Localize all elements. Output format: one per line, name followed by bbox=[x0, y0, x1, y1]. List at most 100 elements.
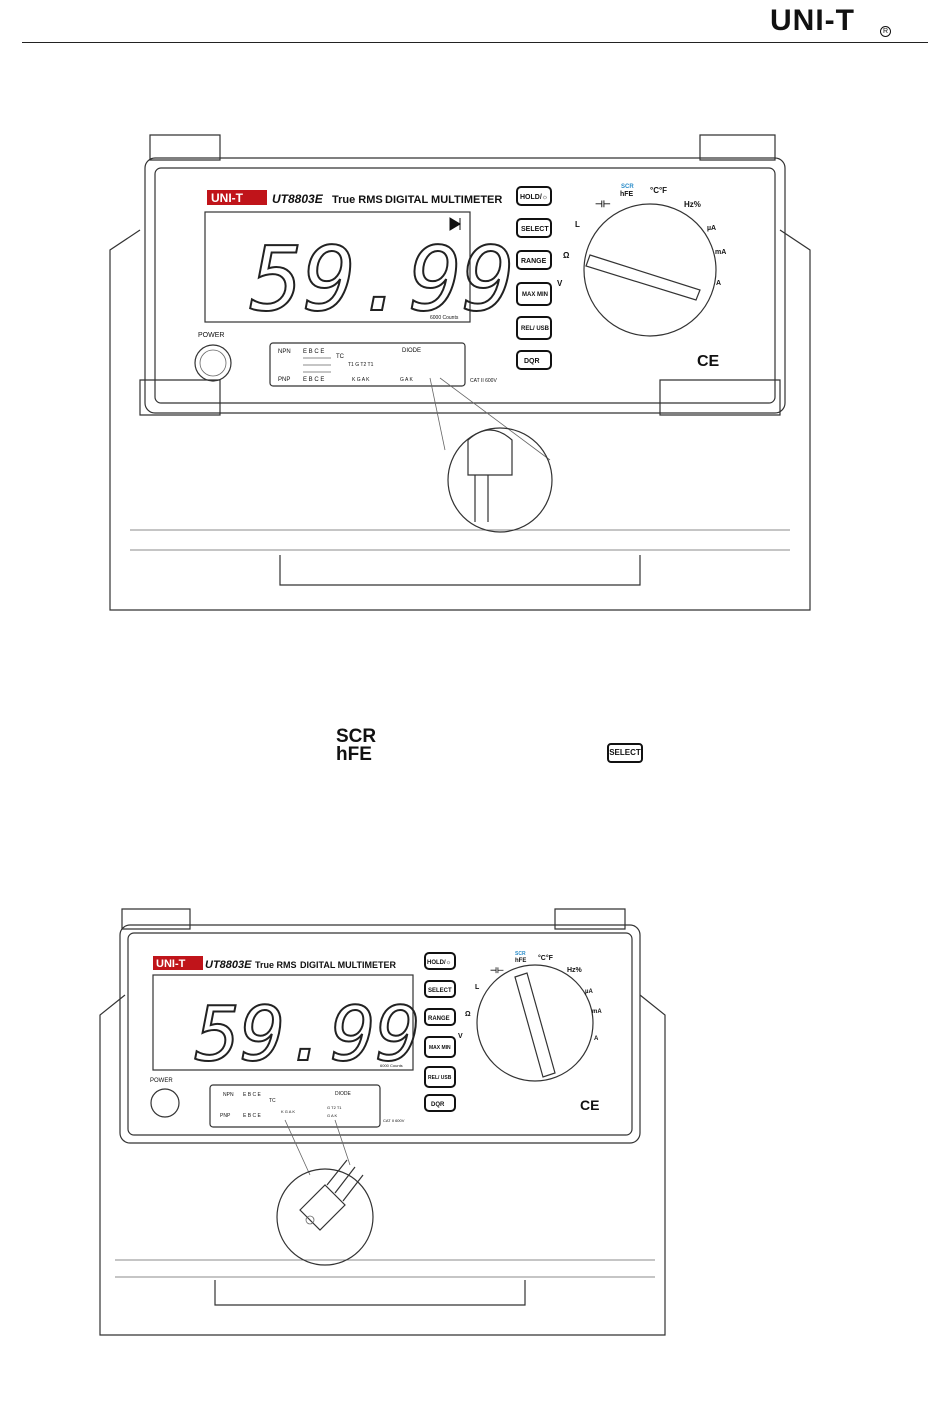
hold-button[interactable] bbox=[516, 186, 552, 206]
svg-text:E B C E: E B C E bbox=[303, 349, 324, 355]
svg-text:PNP: PNP bbox=[220, 1113, 231, 1119]
svg-text:A: A bbox=[594, 1036, 599, 1042]
svg-text:K G A K: K G A K bbox=[352, 377, 370, 383]
svg-text:E B C E: E B C E bbox=[303, 377, 324, 383]
select-button-icon: SELECT bbox=[607, 743, 643, 763]
svg-text:UT8803E: UT8803E bbox=[205, 959, 252, 971]
svg-text:SCR: SCR bbox=[515, 951, 526, 957]
svg-text:G A K: G A K bbox=[327, 1113, 338, 1118]
registered-mark-icon: R bbox=[880, 26, 891, 37]
svg-text:µA: µA bbox=[707, 225, 716, 232]
svg-text:hFE: hFE bbox=[620, 191, 634, 198]
svg-text:°C°F: °C°F bbox=[538, 954, 554, 962]
svg-text:SCR: SCR bbox=[621, 184, 634, 190]
svg-text:°C°F: °C°F bbox=[650, 186, 667, 195]
svg-text:CAT II 600V: CAT II 600V bbox=[383, 1118, 405, 1123]
svg-text:True RMS: True RMS bbox=[255, 960, 297, 970]
power-button[interactable] bbox=[150, 1088, 180, 1118]
svg-text:TC: TC bbox=[269, 1098, 276, 1104]
brand-logo: UNI-T bbox=[770, 4, 855, 37]
led-component-icon bbox=[467, 429, 513, 476]
scr-component-icon bbox=[299, 1184, 346, 1231]
rel-usb-button[interactable] bbox=[516, 316, 552, 340]
component-callout bbox=[447, 427, 553, 533]
hold-button[interactable] bbox=[424, 952, 456, 970]
lcd-display bbox=[204, 211, 471, 323]
svg-text:REL/ USB: REL/ USB bbox=[428, 1075, 452, 1081]
meter-model: UT8803E bbox=[272, 192, 324, 206]
meter-brand-text: UNI-T bbox=[211, 191, 244, 205]
svg-text:TC: TC bbox=[336, 354, 345, 360]
svg-text:REL/ USB: REL/ USB bbox=[521, 326, 550, 332]
lcd-reading: 59.99 bbox=[250, 228, 515, 331]
svg-text:L: L bbox=[575, 220, 580, 229]
svg-text:V: V bbox=[557, 279, 563, 288]
svg-text:Hz%: Hz% bbox=[567, 967, 583, 974]
svg-text:DIODE: DIODE bbox=[402, 348, 421, 354]
svg-text:NPN: NPN bbox=[278, 349, 291, 355]
meter-logo-box bbox=[153, 956, 203, 970]
svg-text:hFE: hFE bbox=[515, 958, 526, 964]
meter-figure-top: UNI-T UT8803E True RMS DIGITAL MULTIMETE… bbox=[109, 134, 811, 611]
svg-text:V: V bbox=[458, 1033, 463, 1040]
rotary-dial[interactable] bbox=[476, 964, 594, 1082]
svg-text:T1 G T2 T1: T1 G T2 T1 bbox=[348, 362, 374, 368]
max-min-button[interactable] bbox=[516, 282, 552, 306]
dial-pointer bbox=[514, 972, 556, 1078]
svg-text:SELECT: SELECT bbox=[428, 988, 452, 994]
dqr-button[interactable] bbox=[424, 1094, 456, 1112]
svg-text:PNP: PNP bbox=[278, 377, 290, 383]
svg-text:CE: CE bbox=[580, 1097, 599, 1113]
svg-text:DQR: DQR bbox=[524, 358, 540, 365]
svg-text:G A K: G A K bbox=[400, 377, 413, 383]
transistor-socket-panel bbox=[269, 342, 466, 387]
dial-pointer bbox=[585, 254, 701, 301]
lcd-display bbox=[152, 974, 414, 1071]
svg-text:A: A bbox=[716, 280, 721, 287]
meter-figure-bottom: UNI-T UT8803E True RMS DIGITAL MULTIMETE… bbox=[99, 908, 666, 1336]
svg-text:DQR: DQR bbox=[431, 1102, 445, 1108]
diode-symbol-icon bbox=[449, 217, 461, 231]
meter-body bbox=[144, 157, 786, 414]
svg-text:⊣⊢: ⊣⊢ bbox=[490, 965, 504, 975]
svg-text:mA: mA bbox=[592, 1009, 602, 1015]
scr-hfe-symbol: SCR hFE bbox=[336, 726, 377, 765]
svg-text:HOLD/☼: HOLD/☼ bbox=[520, 194, 548, 201]
power-button[interactable] bbox=[194, 344, 232, 382]
svg-text:E B C E: E B C E bbox=[243, 1113, 261, 1119]
max-min-button[interactable] bbox=[424, 1036, 456, 1058]
rotary-dial[interactable] bbox=[583, 203, 717, 337]
range-button[interactable] bbox=[424, 1008, 456, 1026]
svg-text:µA: µA bbox=[585, 989, 593, 995]
svg-text:K G A K: K G A K bbox=[281, 1109, 295, 1114]
power-label: POWER bbox=[198, 332, 224, 339]
transistor-socket-panel bbox=[209, 1084, 381, 1128]
meter-body bbox=[119, 924, 641, 1144]
svg-text:L: L bbox=[475, 984, 480, 991]
svg-text:6000 Counts: 6000 Counts bbox=[380, 1063, 403, 1068]
svg-text:MAX MIN: MAX MIN bbox=[429, 1045, 451, 1051]
header-rule bbox=[22, 42, 928, 43]
component-callout bbox=[276, 1168, 374, 1266]
svg-text:SELECT: SELECT bbox=[521, 226, 549, 233]
cat-rating: CAT II 600V bbox=[470, 378, 497, 384]
meter-stand bbox=[109, 229, 811, 611]
meter-title-right: DIGITAL MULTIMETER bbox=[385, 194, 502, 206]
lcd-counts: 6000 Counts bbox=[430, 315, 459, 321]
svg-text:G T2 T1: G T2 T1 bbox=[327, 1105, 342, 1110]
dqr-button[interactable] bbox=[516, 350, 552, 370]
svg-text:Hz%: Hz% bbox=[684, 200, 701, 209]
corner-bumpers bbox=[139, 134, 781, 416]
select-button[interactable] bbox=[516, 218, 552, 238]
svg-text:E B C E: E B C E bbox=[243, 1092, 261, 1098]
range-button[interactable] bbox=[516, 250, 552, 270]
rel-usb-button[interactable] bbox=[424, 1066, 456, 1088]
meter-title-left: True RMS bbox=[332, 194, 383, 206]
svg-text:⊣⊢: ⊣⊢ bbox=[595, 199, 611, 209]
svg-text:HOLD/☼: HOLD/☼ bbox=[427, 960, 451, 966]
select-button[interactable] bbox=[424, 980, 456, 998]
svg-text:Ω: Ω bbox=[563, 251, 570, 260]
ce-mark: CE bbox=[697, 353, 720, 370]
svg-text:DIGITAL MULTIMETER: DIGITAL MULTIMETER bbox=[300, 960, 396, 970]
svg-text:UNI-T: UNI-T bbox=[156, 958, 186, 970]
